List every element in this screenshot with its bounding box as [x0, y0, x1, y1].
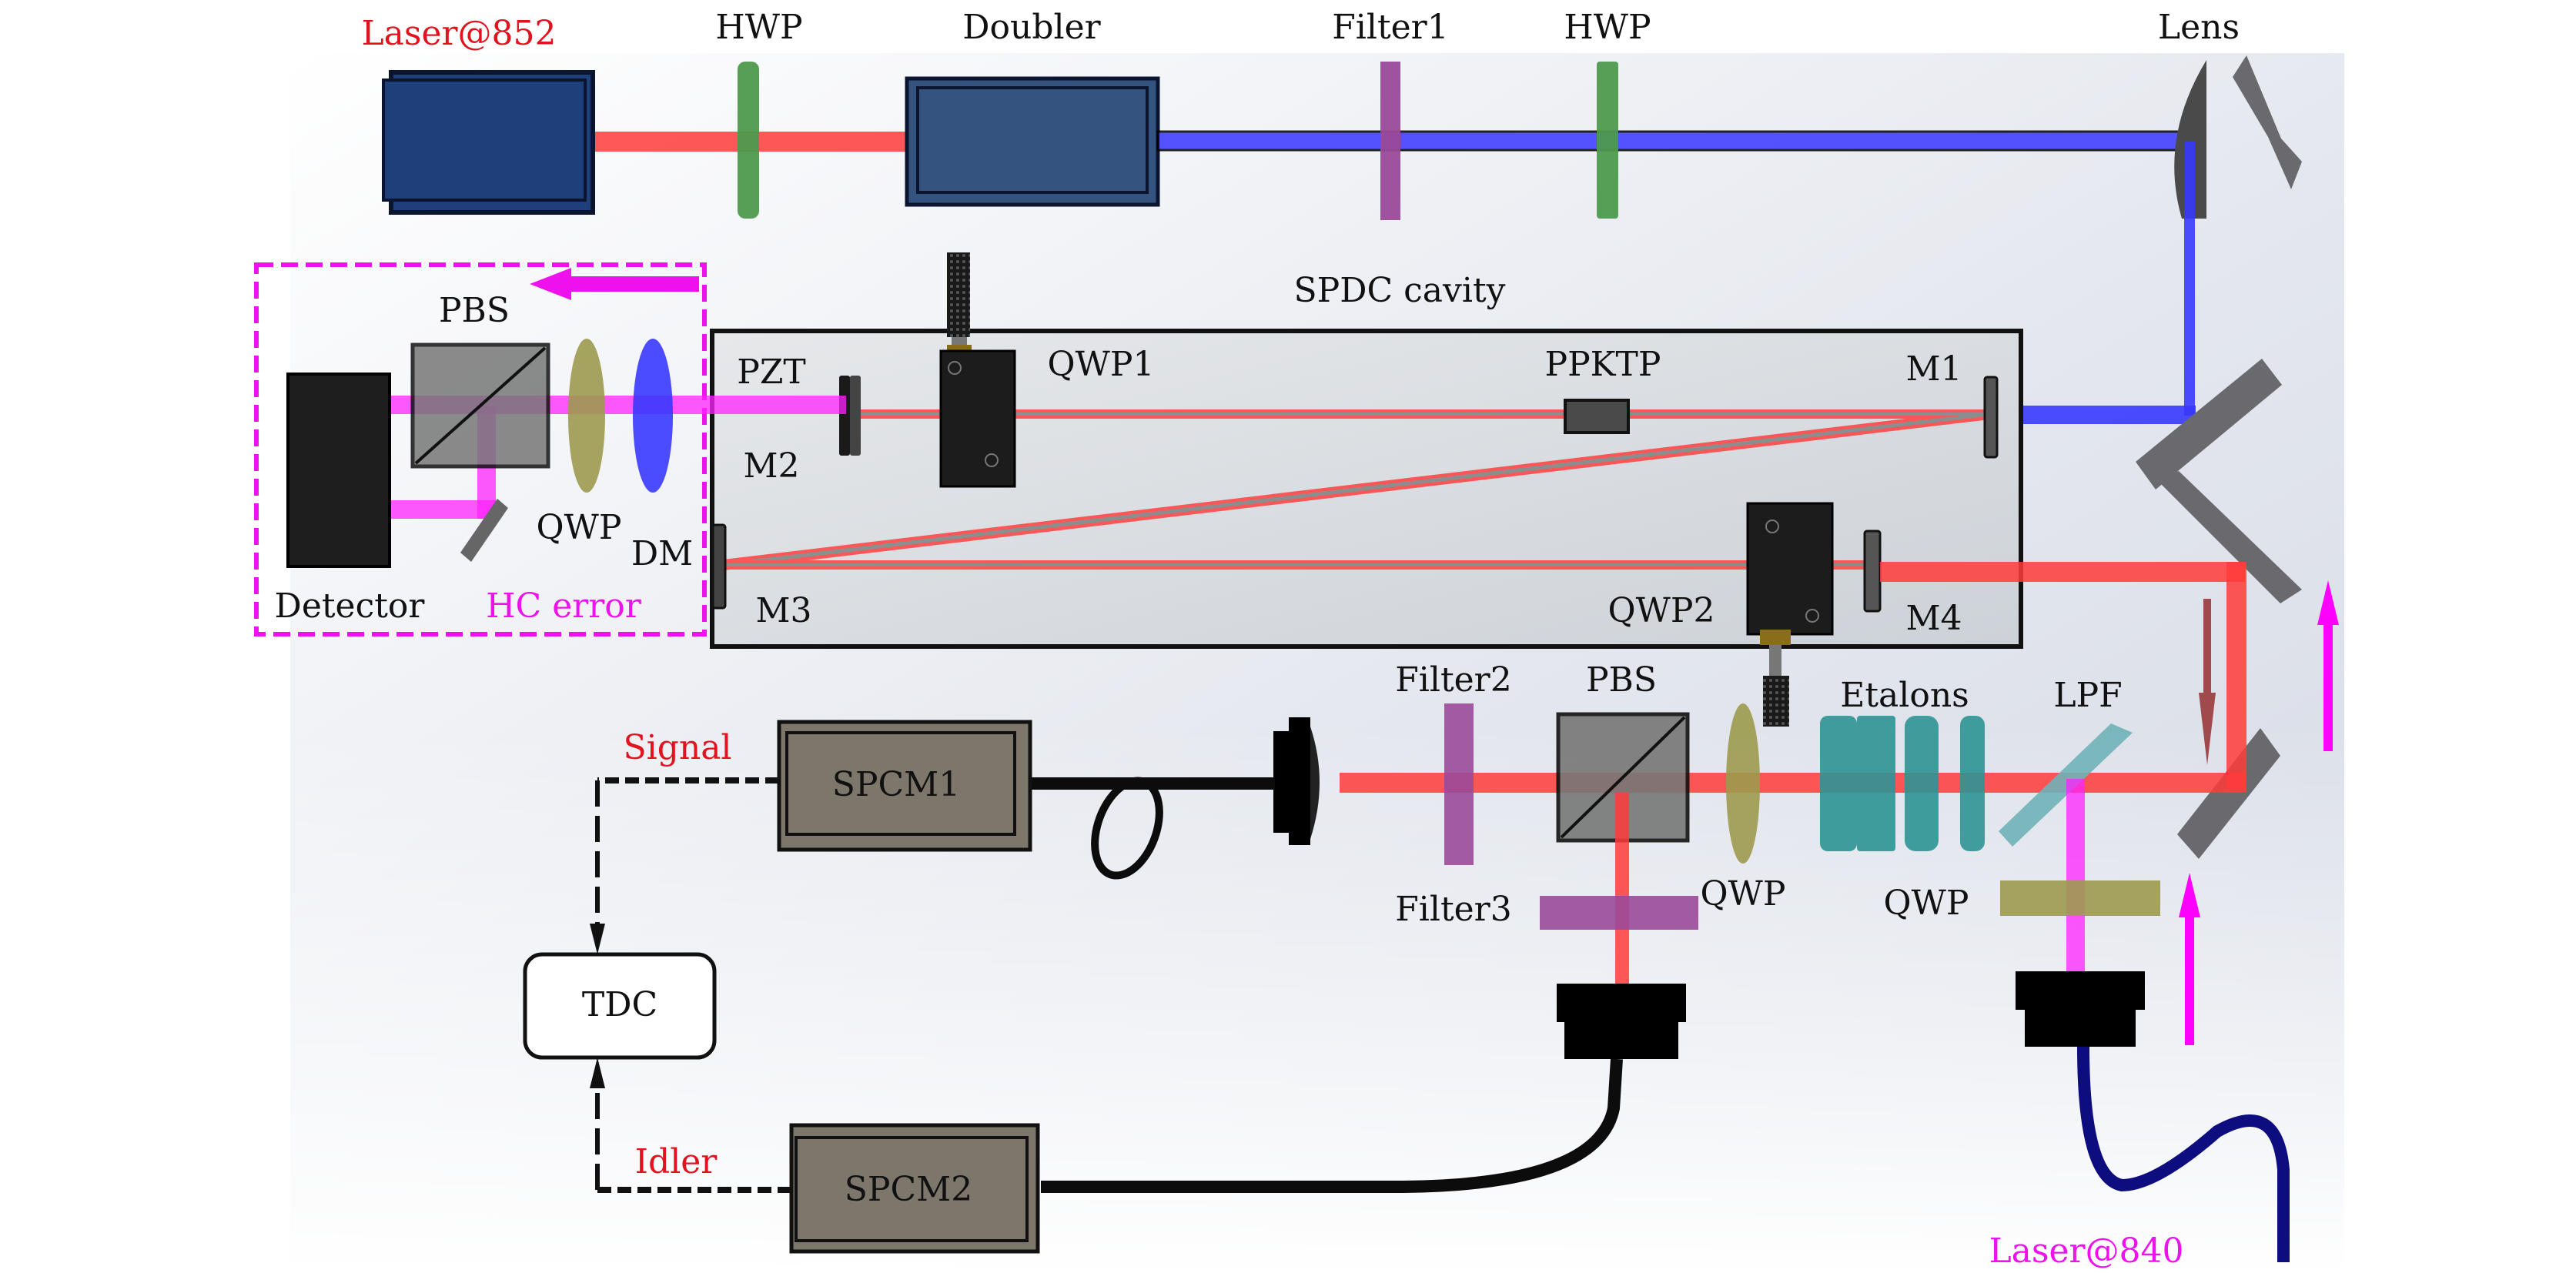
qwp2-mount	[1746, 502, 1834, 727]
beam-direction-arrow-down	[2199, 599, 2216, 765]
label-doubler: Doubler	[962, 8, 1101, 47]
label-lens: Lens	[2158, 8, 2240, 47]
label-signal: Signal	[623, 728, 731, 767]
fiber-coupler-idler	[1557, 984, 1686, 1059]
label-pzt: PZT	[737, 352, 806, 392]
photodetector	[286, 373, 391, 568]
cavity-beams	[723, 409, 1990, 570]
label-hc-error: HC error	[486, 586, 642, 626]
label-qwp2: QWP2	[1608, 591, 1715, 630]
label-pbs-detection: PBS	[1586, 660, 1657, 700]
optical-table-fade	[290, 53, 2344, 1273]
dichroic-mirror-dm	[460, 499, 508, 562]
label-tdc: TDC	[582, 985, 657, 1024]
label-filter2: Filter2	[1395, 660, 1511, 700]
label-hwp1: HWP	[715, 8, 802, 47]
mirror-m4	[1863, 530, 1882, 613]
long-pass-filter	[1999, 723, 2133, 847]
filter-3	[1540, 896, 1698, 930]
label-laser840: Laser@840	[1989, 1231, 2183, 1271]
mirror-right-lower	[2177, 728, 2280, 859]
spcm2-detector	[789, 1123, 1040, 1254]
label-ppktp: PPKTP	[1544, 345, 1661, 384]
pbs-hc	[410, 342, 550, 469]
lens-hc	[633, 339, 673, 493]
beam-426-into-cavity	[1997, 406, 2196, 424]
spcm1-detector	[777, 720, 1032, 852]
label-spcm2: SPCM2	[845, 1170, 972, 1209]
label-spcm1: SPCM1	[832, 765, 960, 804]
fiber-coupler-signal	[1273, 717, 1320, 845]
label-m2: M2	[743, 446, 799, 486]
tdc-box	[523, 952, 717, 1060]
beam-852-idler-vertical	[1615, 793, 1629, 990]
label-etalons: Etalons	[1840, 676, 1969, 715]
qwp-lpf	[2000, 880, 2160, 916]
mirror-right-upper	[2136, 359, 2282, 489]
mirror-m2-pzt	[839, 376, 861, 456]
lens	[2174, 60, 2206, 219]
hwp-1	[738, 62, 759, 219]
laser840-direction-arrow-upper	[2317, 580, 2339, 751]
label-laser852: Laser@852	[361, 14, 556, 53]
qwp-hc	[568, 339, 605, 493]
mirror-top-right	[2233, 55, 2302, 189]
laser-852-source	[382, 70, 595, 215]
label-qwp1: QWP1	[1048, 345, 1155, 384]
qwp-detection	[1726, 703, 1760, 864]
etalons	[1820, 716, 1985, 851]
label-hwp2: HWP	[1564, 8, 1651, 47]
beam-840-hc-to-detector	[388, 500, 496, 519]
label-dm: DM	[631, 534, 693, 573]
label-filter3: Filter3	[1395, 890, 1511, 929]
hwp-2	[1597, 62, 1618, 219]
idler-cable	[595, 1087, 791, 1193]
laser840-direction-arrow-lower	[2179, 873, 2200, 1045]
beam-852-detection-line	[1340, 773, 2246, 793]
beam-426-vertical	[2184, 142, 2195, 416]
label-m4: M4	[1905, 599, 1962, 638]
qwp1-mount	[939, 252, 1016, 488]
label-qwp-detection: QWP	[1701, 874, 1786, 914]
beam-426-top	[1156, 130, 2196, 152]
mirror-m1	[1983, 376, 1999, 459]
label-m1: M1	[1905, 349, 1962, 389]
label-spdc-cavity: SPDC cavity	[1293, 271, 1505, 310]
beam-852-right-vertical	[2226, 562, 2246, 790]
signal-cable	[595, 777, 779, 928]
label-detector: Detector	[275, 586, 426, 626]
filter-2	[1444, 703, 1474, 865]
fiber-coupler-laser840	[2016, 971, 2145, 1047]
mirror-right-middle	[2157, 471, 2302, 603]
fiber-idler	[1041, 1058, 1623, 1193]
ppktp-crystal	[1564, 399, 1630, 434]
label-m3: M3	[755, 591, 811, 630]
label-idler: Idler	[635, 1142, 718, 1181]
idler-arrow-to-tdc	[590, 1057, 605, 1088]
signal-arrow-to-tdc	[590, 924, 605, 954]
label-qwp-lpf: QWP	[1884, 884, 1969, 923]
label-filter1: Filter1	[1332, 8, 1448, 47]
beam-852-cavity-output	[1880, 562, 2245, 582]
fiber-laser840	[2077, 1046, 2290, 1262]
hc-direction-arrow	[530, 268, 699, 300]
label-qwp-hc: QWP	[537, 508, 622, 547]
mirror-m3	[711, 523, 727, 610]
label-lpf: LPF	[2053, 676, 2122, 715]
label-pbs-hc: PBS	[439, 291, 510, 330]
hc-error-dashed-box	[254, 262, 707, 636]
doubler	[905, 76, 1160, 207]
fiber-signal	[1029, 777, 1275, 880]
filter-1	[1380, 62, 1400, 220]
